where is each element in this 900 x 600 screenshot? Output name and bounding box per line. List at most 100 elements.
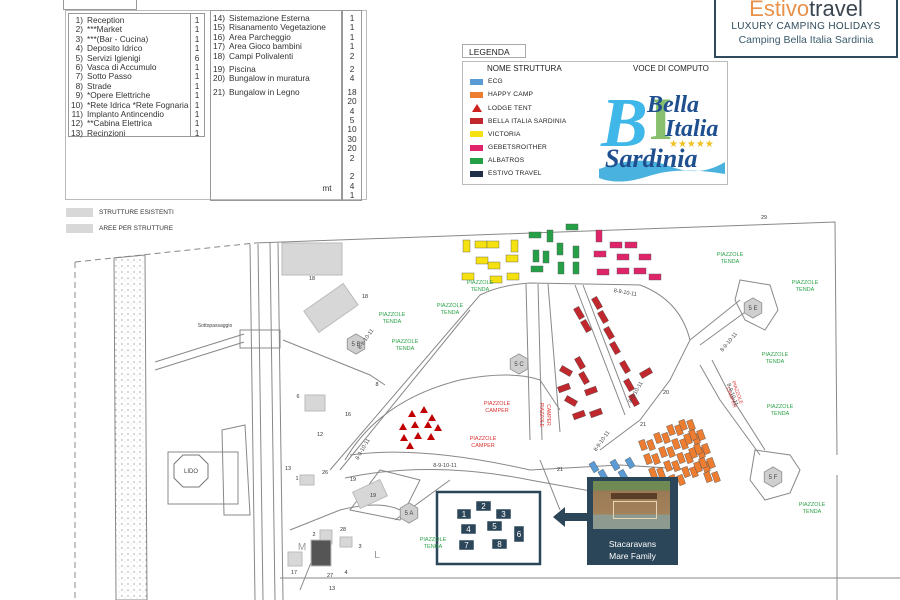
works-row: 18)Campi Polivalenti [211, 51, 341, 61]
piazzole-tenda-label: PIAZZOLE [392, 339, 419, 345]
works-row: 15)Risanamento Vegetazione [211, 22, 341, 32]
legend-item: HAPPY CAMP [470, 91, 533, 98]
albatros-unit [528, 231, 542, 239]
piazzole-tenda-label: PIAZZOLE [767, 404, 794, 410]
svg-text:B: B [600, 85, 648, 162]
row-number: 11) [71, 109, 83, 120]
happy-camp-unit [698, 457, 708, 469]
happy-camp-unit [676, 452, 686, 464]
row-qty: 20 [347, 143, 357, 154]
gebetsroither-unit [593, 250, 607, 258]
happy-camp-unit [663, 460, 673, 472]
estivo-unit[interactable]: 7 [458, 539, 475, 551]
bella-italia-unit [597, 310, 609, 324]
legend-label: VICTORIA [488, 130, 521, 138]
ecg-unit [588, 460, 600, 474]
row-qty: 1 [194, 15, 200, 25]
albatros-unit [565, 223, 579, 231]
row-label: ***(Bar - Cucina) [87, 33, 149, 44]
map-number: 21 [640, 422, 646, 428]
gebetsroither-unit [616, 267, 630, 275]
estivo-unit[interactable]: 6 [513, 525, 525, 543]
lodge-tent [428, 414, 436, 421]
row-number: 19) [213, 64, 225, 75]
map-letter: L [374, 550, 380, 561]
piazzole-tenda-label: TENDA [396, 346, 415, 352]
row-qty: 1 [194, 80, 200, 91]
row-label: Bungalow in Legno [229, 86, 300, 97]
works-row: 21)Bungalow in Legno [211, 86, 341, 97]
row-qty: 18 [347, 86, 357, 97]
map-number: 19 [370, 493, 376, 499]
victoria-unit [505, 254, 519, 263]
map-number: 4 [344, 570, 347, 576]
row-qty: 1 [349, 22, 355, 33]
lodge-tent [408, 410, 416, 417]
row-label: **Cabina Elettrica [87, 118, 153, 129]
row-qty: 2 [349, 50, 355, 61]
happy-camp-unit [678, 419, 688, 431]
bella-italia-unit [573, 306, 585, 320]
row-label: *Opere Elettriche [87, 90, 151, 101]
gebetsroither-unit [648, 273, 662, 281]
estivo-unit[interactable]: 1 [456, 508, 472, 520]
color-swatch [470, 118, 483, 125]
legend-item: ALBATROS [470, 157, 524, 164]
map-number: 1 [295, 476, 298, 482]
gebetsroither-unit [595, 229, 603, 243]
row-label: Strade [87, 80, 112, 91]
estivo-unit[interactable]: 8 [491, 538, 508, 550]
happy-camp-unit [703, 471, 713, 483]
happy-camp-unit [653, 432, 663, 444]
legend-tab: LEGENDA [462, 44, 526, 58]
victoria-unit [462, 239, 471, 253]
map-number: 20 [663, 390, 669, 396]
hex-label: 5 F [769, 475, 778, 481]
piazzole-tenda-label: TENDA [803, 509, 822, 515]
triangle-icon [472, 104, 482, 113]
works-row: 19)Piscina [211, 64, 341, 75]
map-number: 18 [362, 294, 368, 300]
map-letter: M [298, 542, 306, 553]
legend-item: BELLA ITALIA SARDINIA [470, 118, 566, 125]
estivo-unit[interactable]: 4 [460, 523, 477, 535]
lodge-tent [424, 421, 432, 428]
row-qty: 2 [349, 171, 355, 182]
happy-camp-unit [671, 460, 681, 472]
bella-italia-unit [574, 356, 586, 370]
unit-number: 6 [517, 530, 522, 539]
estivo-unit[interactable]: 3 [495, 508, 512, 520]
happy-camp-unit [666, 446, 676, 458]
bella-italia-unit [603, 326, 615, 340]
lodge-tent [411, 421, 419, 428]
map-number: 27 [327, 573, 333, 579]
map-number: 21 [557, 467, 563, 473]
gebetsroither-unit [638, 253, 652, 261]
estivo-travel-brand: Estivotravel LUXURY CAMPING HOLIDAYS Cam… [714, 0, 898, 58]
row-qty: 6 [194, 52, 200, 63]
stacaravan-callout[interactable]: Stacaravans Mare Family [587, 477, 678, 565]
service-block-c [509, 353, 529, 375]
row-number: 4) [75, 43, 83, 54]
row-qty: 4 [349, 180, 355, 191]
lodge-tent [420, 406, 428, 413]
map-number: 17 [291, 570, 297, 576]
victoria-unit [510, 239, 519, 253]
legend-label: ECG [488, 78, 503, 85]
row-qty: 2 [349, 152, 355, 163]
bella-italia-unit [628, 393, 640, 407]
works-row: 13)Recinzioni [69, 128, 190, 138]
row-qty: 1 [349, 31, 355, 42]
bella-italia-unit [557, 382, 571, 394]
estivo-unit[interactable]: 5 [486, 520, 503, 532]
map-number: 16 [345, 412, 351, 418]
arrow-pointer [553, 507, 587, 527]
estivo-unit[interactable]: 2 [475, 500, 492, 512]
happy-camp-unit [693, 443, 703, 455]
row-qty: 1 [194, 24, 200, 35]
happy-camp-unit [686, 419, 696, 431]
bella-italia-unit [591, 296, 603, 310]
piazzole-tenda-label: TENDA [383, 319, 402, 325]
